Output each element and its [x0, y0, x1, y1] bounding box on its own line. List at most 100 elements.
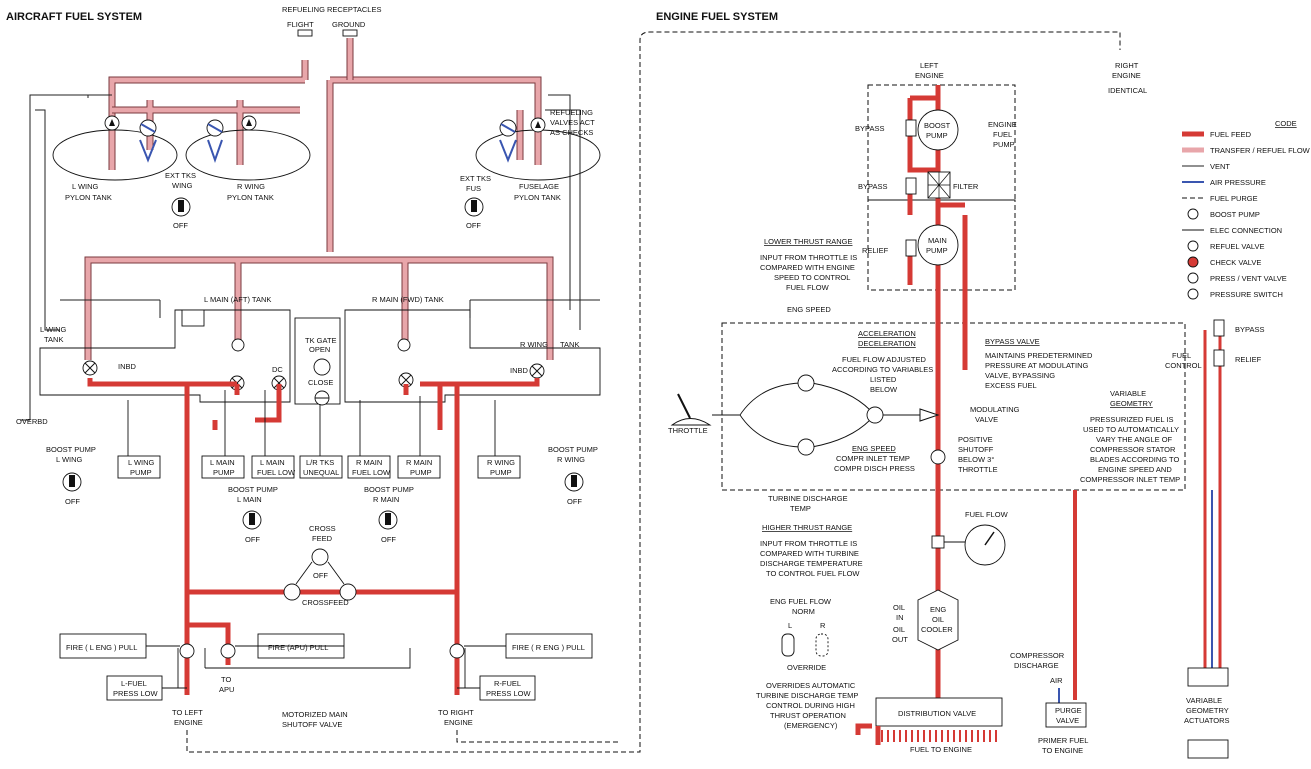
- legend-feed-label: FUEL FEED: [1210, 130, 1252, 139]
- eng-fuel-flow-r-switch[interactable]: [815, 633, 829, 657]
- boost-l-wing-label-1: BOOST PUMP: [46, 445, 96, 454]
- svg-text:SPEED TO CONTROL: SPEED TO CONTROL: [774, 273, 850, 282]
- ext-tks-wing-label-2: WING: [172, 181, 193, 190]
- svg-text:(EMERGENCY): (EMERGENCY): [784, 721, 838, 730]
- l-inbd-label: INBD: [118, 362, 137, 371]
- legend-xfer-label: TRANSFER / REFUEL FLOW: [1210, 146, 1311, 155]
- fuel-control-boundary: [721, 322, 1186, 491]
- dc-label: DC: [272, 365, 283, 374]
- l-main-pump-annunciator: L MAIN PUMP: [201, 455, 245, 479]
- legend-boost-icon: [1187, 208, 1199, 220]
- apu-shutoff-valve: [220, 643, 236, 659]
- refuel-valve-l-wing: [104, 115, 120, 131]
- ext-tank-switches[interactable]: OFF OFF: [171, 197, 484, 230]
- svg-text:OIL: OIL: [893, 625, 905, 634]
- bypass-label-2: BYPASS: [858, 182, 887, 191]
- engine-fuel-pump-label-3: PUMP: [993, 140, 1015, 149]
- tk-gate-switch[interactable]: [313, 358, 331, 376]
- svg-text:FIRE (APU) PULL: FIRE (APU) PULL: [268, 643, 328, 652]
- to-left-engine-1: TO LEFT: [172, 708, 203, 717]
- boost-r-wing-label-2: R WING: [557, 455, 585, 464]
- ext-tks-wing-label-1: EXT TKS: [165, 171, 196, 180]
- engine-section: LEFT ENGINE RIGHT ENGINE IDENTICAL BOOST…: [668, 61, 1230, 759]
- fire-r-eng-handle[interactable]: [505, 633, 593, 659]
- svg-text:ACTUATORS: ACTUATORS: [1184, 716, 1230, 725]
- svg-text:OIL: OIL: [893, 603, 905, 612]
- svg-text:PUMP: PUMP: [926, 246, 948, 255]
- ground-receptacle-cap: [342, 29, 358, 37]
- legend-bypass-icon: [1213, 319, 1225, 337]
- boost-r-main-label-1: BOOST PUMP: [364, 485, 414, 494]
- svg-text:TO CONTROL FUEL FLOW: TO CONTROL FUEL FLOW: [766, 569, 860, 578]
- svg-text:PUMP: PUMP: [213, 468, 235, 477]
- to-right-engine-1: TO RIGHT: [438, 708, 474, 717]
- ext-tks-fus-label-2: FUS: [466, 184, 481, 193]
- r-wing-pylon-label-1: R WING: [237, 182, 265, 191]
- engine-main-pump: [917, 224, 959, 266]
- legend-item-pressvent: PRESS / VENT VALVE: [1187, 272, 1287, 284]
- svg-text:EXCESS FUEL: EXCESS FUEL: [985, 381, 1037, 390]
- boost-pump-switches[interactable]: BOOST PUMP L WING OFF BOOST PUMP R WING …: [46, 445, 598, 544]
- eng-fuel-flow-l-switch[interactable]: [781, 633, 795, 657]
- crossfeed-label: CROSSFEED: [302, 598, 349, 607]
- svg-text:COMPRESSOR INLET TEMP: COMPRESSOR INLET TEMP: [1080, 475, 1180, 484]
- fire-handles[interactable]: FIRE ( L ENG ) PULL FIRE (APU) PULL FIRE…: [59, 633, 593, 659]
- cross-feed-switch[interactable]: [311, 548, 329, 566]
- svg-text:FIRE ( R ENG ) PULL: FIRE ( R ENG ) PULL: [512, 643, 585, 652]
- svg-text:COMPARED WITH TURBINE: COMPARED WITH TURBINE: [760, 549, 859, 558]
- svg-text:TO ENGINE: TO ENGINE: [1042, 746, 1083, 755]
- ext-tks-fus-toggle-icon: [471, 200, 477, 212]
- vg-actuator-2: [1187, 739, 1229, 759]
- refuel-valve-fuselage: [530, 117, 546, 133]
- fuselage-pylon-label-1: FUSELAGE: [519, 182, 559, 191]
- svg-text:GEOMETRY: GEOMETRY: [1110, 399, 1153, 408]
- svg-text:DISCHARGE: DISCHARGE: [1014, 661, 1059, 670]
- relief-icon: [905, 239, 917, 257]
- fuel-to-engine-label: FUEL TO ENGINE: [910, 745, 972, 754]
- vg-actuator-1: [1187, 667, 1229, 687]
- svg-text:PUMP: PUMP: [490, 468, 512, 477]
- to-right-engine-2: ENGINE: [444, 718, 473, 727]
- tk-gate-label-1: TK GATE: [305, 336, 337, 345]
- legend-pswitch-label: PRESSURE SWITCH: [1210, 290, 1283, 299]
- legend-purge-label: FUEL PURGE: [1210, 194, 1258, 203]
- fuel-nozzles: [881, 730, 997, 742]
- legend-refuel-label: REFUEL VALVE: [1210, 242, 1264, 251]
- r-wing-pylon-tank: [185, 129, 311, 181]
- aircraft-fuel-system-title: AIRCRAFT FUEL SYSTEM: [6, 11, 142, 23]
- svg-text:R-FUEL: R-FUEL: [494, 679, 521, 688]
- svg-text:ENG: ENG: [930, 605, 946, 614]
- r-wing-pump-annunciator: R WING PUMP: [477, 455, 521, 479]
- l-main-aft-tank-label: L MAIN (AFT) TANK: [204, 295, 271, 304]
- throttle-label: THROTTLE: [668, 426, 708, 435]
- distribution-valve: [875, 697, 1003, 727]
- l-shutoff-valve: [179, 643, 195, 659]
- ext-tks-wing-off-label: OFF: [173, 221, 188, 230]
- legend-item-purge: FUEL PURGE: [1182, 194, 1258, 203]
- engine-fuel-pump-label-1: ENGINE: [988, 120, 1017, 129]
- left-engine-label-1: LEFT: [920, 61, 939, 70]
- main-pump-boundary: [867, 199, 1016, 291]
- accel-summing: [866, 406, 884, 424]
- svg-text:CONTROL DURING HIGH: CONTROL DURING HIGH: [766, 701, 855, 710]
- pylon-tanks: L WING PYLON TANK EXT TKS WING R WING PY…: [52, 108, 601, 202]
- r-main-pump-annunciator: R MAIN PUMP: [397, 455, 441, 479]
- svg-text:PRESS LOW: PRESS LOW: [486, 689, 532, 698]
- eng-speed-top: ENG SPEED: [787, 305, 831, 314]
- legend-refuel-icon: [1187, 240, 1199, 252]
- engine-fuel-pump-boundary: [867, 84, 1016, 201]
- svg-text:COMPRESSOR: COMPRESSOR: [1010, 651, 1065, 660]
- svg-text:INPUT FROM THROTTLE IS: INPUT FROM THROTTLE IS: [760, 539, 857, 548]
- svg-text:COMPRESSOR STATOR: COMPRESSOR STATOR: [1090, 445, 1176, 454]
- boost-r-wing-off: OFF: [567, 497, 582, 506]
- svg-text:BELOW 3°: BELOW 3°: [958, 455, 994, 464]
- l-wing-pylon-label-1: L WING: [72, 182, 99, 191]
- right-engine-label-1: RIGHT: [1115, 61, 1139, 70]
- boost-l-main-label-1: BOOST PUMP: [228, 485, 278, 494]
- accel-label-1: ACCELERATION: [858, 329, 916, 338]
- modulating-valve-icon: [919, 408, 940, 422]
- svg-text:VARIABLE: VARIABLE: [1110, 389, 1146, 398]
- svg-text:NORM: NORM: [792, 607, 815, 616]
- fire-l-eng-handle[interactable]: [59, 633, 147, 659]
